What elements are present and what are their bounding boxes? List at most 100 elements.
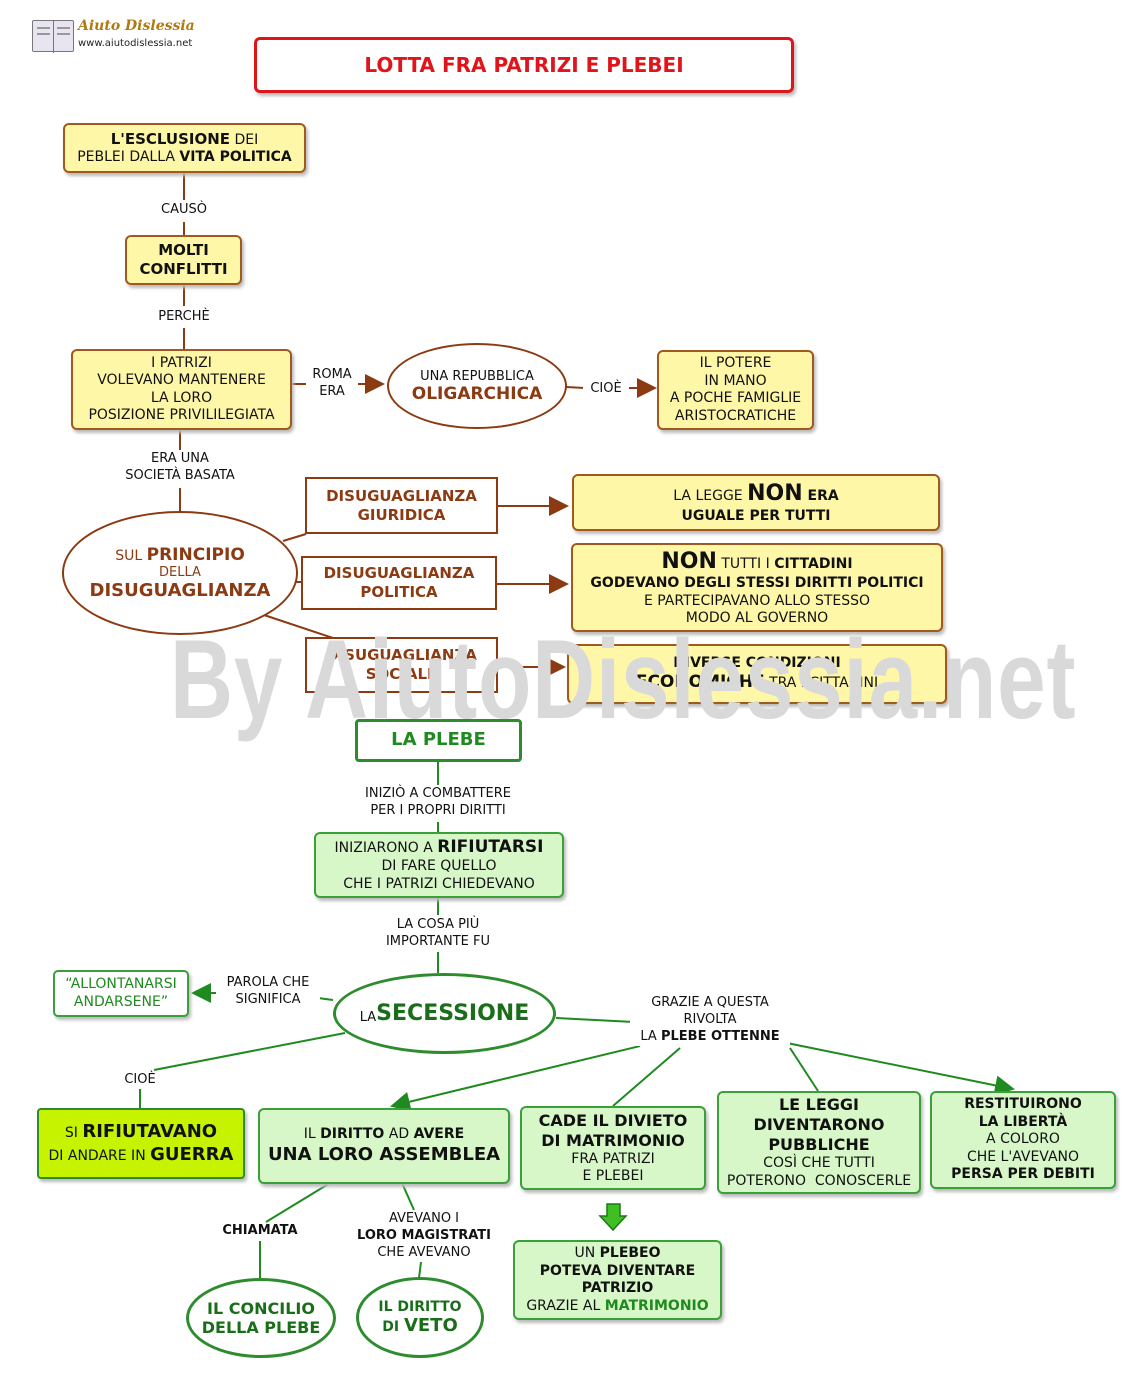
potere-l4: ARISTOCRATICHE <box>674 407 797 424</box>
legge-d: UGUALE PER TUTTI <box>681 507 831 524</box>
page-title: LOTTA FRA PATRIZI E PLEBEI <box>254 37 794 93</box>
societa-l1: ERA UNA <box>151 451 209 466</box>
node-economiche: DIVERSE CONDIZIONI ECONOMICHE TRA I CITT… <box>567 644 947 704</box>
grazie-l3a: LA <box>640 1028 661 1044</box>
liberta-l5: PERSA PER DEBITI <box>951 1166 1095 1183</box>
veto-a: DI <box>382 1319 404 1335</box>
leggi-l3: PUBBLICHE <box>768 1135 870 1154</box>
plebeo-c: POTEVA DIVENTARE <box>539 1262 696 1279</box>
label-grazie: GRAZIE A QUESTA RIVOLTA LA PLEBE OTTENNE <box>630 995 790 1046</box>
node-leggi: LE LEGGI DIVENTARONO PUBBLICHE COSÌ CHE … <box>717 1091 921 1194</box>
repubblica-l1: UNA REPUBBLICA <box>420 368 534 384</box>
page-title-text: LOTTA FRA PATRIZI E PLEBEI <box>364 52 684 77</box>
node-guerra: SI RIFIUTAVANO DI ANDARE IN GUERRA <box>37 1108 245 1179</box>
plebeo-e: GRAZIE AL <box>526 1297 605 1314</box>
label-cioe-1: CIOÈ <box>583 381 629 398</box>
societa-l2: SOCIETÀ BASATA <box>125 467 235 483</box>
label-roma: ROMA ERA <box>306 367 358 401</box>
economiche-b: ECONOMICHE <box>635 672 765 693</box>
guerra-c: DI ANDARE IN <box>48 1147 151 1164</box>
leggi-l1: LE LEGGI <box>778 1095 860 1114</box>
assemblea-c: AD <box>384 1126 414 1142</box>
patrizi-l2: VOLEVANO MANTENERE <box>97 372 266 388</box>
guerra-d: GUERRA <box>150 1143 234 1165</box>
guerra-b: RIFIUTAVANO <box>82 1121 218 1142</box>
economiche-c: TRA I CITTADINI <box>764 675 879 692</box>
node-plebe: LA PLEBE <box>355 719 522 762</box>
patrizi-l3: LA LORO <box>150 389 213 406</box>
plebeo-d: PATRIZIO <box>581 1280 654 1296</box>
logo[interactable]: Aiuto Dislessia www.aiutodislessia.net <box>32 18 195 56</box>
patrizi-l4: POSIZIONE PRIVILILEGIATA <box>88 407 275 423</box>
label-perche: PERCHÈ <box>145 309 223 326</box>
potere-l3: A POCHE FAMIGLIE <box>669 390 802 406</box>
book-icon <box>32 20 74 53</box>
principio-b: PRINCIPIO <box>146 545 245 565</box>
label-inizio: INIZIÒ A COMBATTERE PER I PROPRI DIRITTI <box>340 786 536 820</box>
plebeo-f: MATRIMONIO <box>604 1297 709 1314</box>
guerra-a: SI <box>64 1125 83 1141</box>
repubblica-l2: OLIGARCHICA <box>411 383 543 404</box>
legge-a: LA LEGGE <box>673 488 748 504</box>
secessione-a: LA <box>359 1010 377 1025</box>
divieto-l1: CADE IL DIVIETO <box>538 1110 688 1130</box>
node-potere: IL POTERE IN MANO A POCHE FAMIGLIE ARIST… <box>657 350 814 430</box>
esclusione-b: DEI <box>230 131 259 148</box>
esclusione-a: L'ESCLUSIONE <box>110 129 231 148</box>
inizio-l2: PER I PROPRI DIRITTI <box>370 802 506 818</box>
grazie-l3b: PLEBE OTTENNE <box>660 1028 780 1044</box>
concilio-l1: IL CONCILIO <box>207 1299 315 1318</box>
cittadini-b: TUTTI I <box>716 555 775 572</box>
assemblea-b: DIRITTO <box>320 1126 385 1142</box>
node-veto: IL DIRITTO DI VETO <box>356 1277 484 1358</box>
conflitti-a: MOLTI <box>158 241 209 260</box>
node-rifiutarsi: INIZIARONO A RIFIUTARSI DI FARE QUELLO C… <box>314 832 564 898</box>
node-patrizi: I PATRIZI VOLEVANO MANTENERE LA LORO POS… <box>71 349 292 430</box>
leggi-l2: DIVENTARONO <box>753 1115 885 1134</box>
assemblea-a: IL <box>303 1126 321 1142</box>
label-chiamata: CHIAMATA <box>212 1223 308 1240</box>
principio-d: DISUGUAGLIANZA <box>89 580 271 601</box>
sociale-l2: SOCIALE <box>365 665 438 683</box>
liberta-l3: A COLORO <box>986 1131 1060 1148</box>
node-secessione: LA SECESSIONE <box>333 973 556 1054</box>
rifiutarsi-d: CHE I PATRIZI CHIEDEVANO <box>343 875 535 892</box>
cittadini-e: E PARTECIPAVANO ALLO STESSO <box>643 592 871 609</box>
avevano-l2: LORO MAGISTRATI <box>357 1227 491 1243</box>
politica-l2: POLITICA <box>360 583 438 601</box>
principio-a: SUL <box>115 548 147 564</box>
logo-name: Aiuto Dislessia <box>78 18 195 34</box>
logo-url: www.aiutodislessia.net <box>78 38 193 49</box>
node-liberta: RESTITUIRONO LA LIBERTÀ A COLORO CHE L'A… <box>930 1091 1116 1189</box>
node-cittadini: NON TUTTI I CITTADINI GODEVANO DEGLI STE… <box>571 543 943 632</box>
node-principio: SUL PRINCIPIO DELLA DISUGUAGLIANZA <box>62 511 298 635</box>
label-cosa: LA COSA PIÙ IMPORTANTE FU <box>368 917 508 951</box>
potere-l2: IN MANO <box>704 372 767 389</box>
divieto-l3: FRA PATRIZI <box>571 1150 655 1167</box>
giuridica-l2: GIURIDICA <box>357 505 446 524</box>
leggi-l5: POTERONO CONOSCERLE <box>726 1172 912 1189</box>
down-arrow <box>598 1203 628 1232</box>
node-repubblica: UNA REPUBBLICA OLIGARCHICA <box>387 343 567 429</box>
node-giuridica: DISUGUAGLIANZA GIURIDICA <box>305 477 498 534</box>
esclusione-c: PEBLEI DALLA <box>77 149 180 165</box>
parola-l2: SIGNIFICA <box>235 991 301 1007</box>
plebeo-a: UN <box>574 1245 600 1261</box>
label-parola: PAROLA CHE SIGNIFICA <box>216 975 320 1009</box>
rifiutarsi-a: INIZIARONO A <box>334 839 438 856</box>
economiche-a: DIVERSE CONDIZIONI <box>673 654 841 671</box>
node-politica: DISUGUAGLIANZA POLITICA <box>301 556 497 610</box>
giuridica-l1: DISUGUAGLIANZA <box>326 486 477 505</box>
cittadini-f: MODO AL GOVERNO <box>685 610 829 626</box>
node-assemblea: IL DIRITTO AD AVERE UNA LORO ASSEMBLEA <box>258 1108 510 1184</box>
node-conflitti: MOLTI CONFLITTI <box>125 235 242 285</box>
principio-c: DELLA <box>159 565 201 580</box>
node-esclusione: L'ESCLUSIONE DEI PEBLEI DALLA VITA POLIT… <box>63 123 306 173</box>
plebe-text: LA PLEBE <box>391 729 486 751</box>
node-concilio: IL CONCILIO DELLA PLEBE <box>186 1278 336 1358</box>
cosa-l1: LA COSA PIÙ <box>396 917 480 932</box>
parola-l1: PAROLA CHE <box>226 975 310 990</box>
rifiutarsi-c: DI FARE QUELLO <box>381 858 497 875</box>
label-causo: CAUSÒ <box>150 202 218 219</box>
conflitti-b: CONFLITTI <box>139 260 228 278</box>
